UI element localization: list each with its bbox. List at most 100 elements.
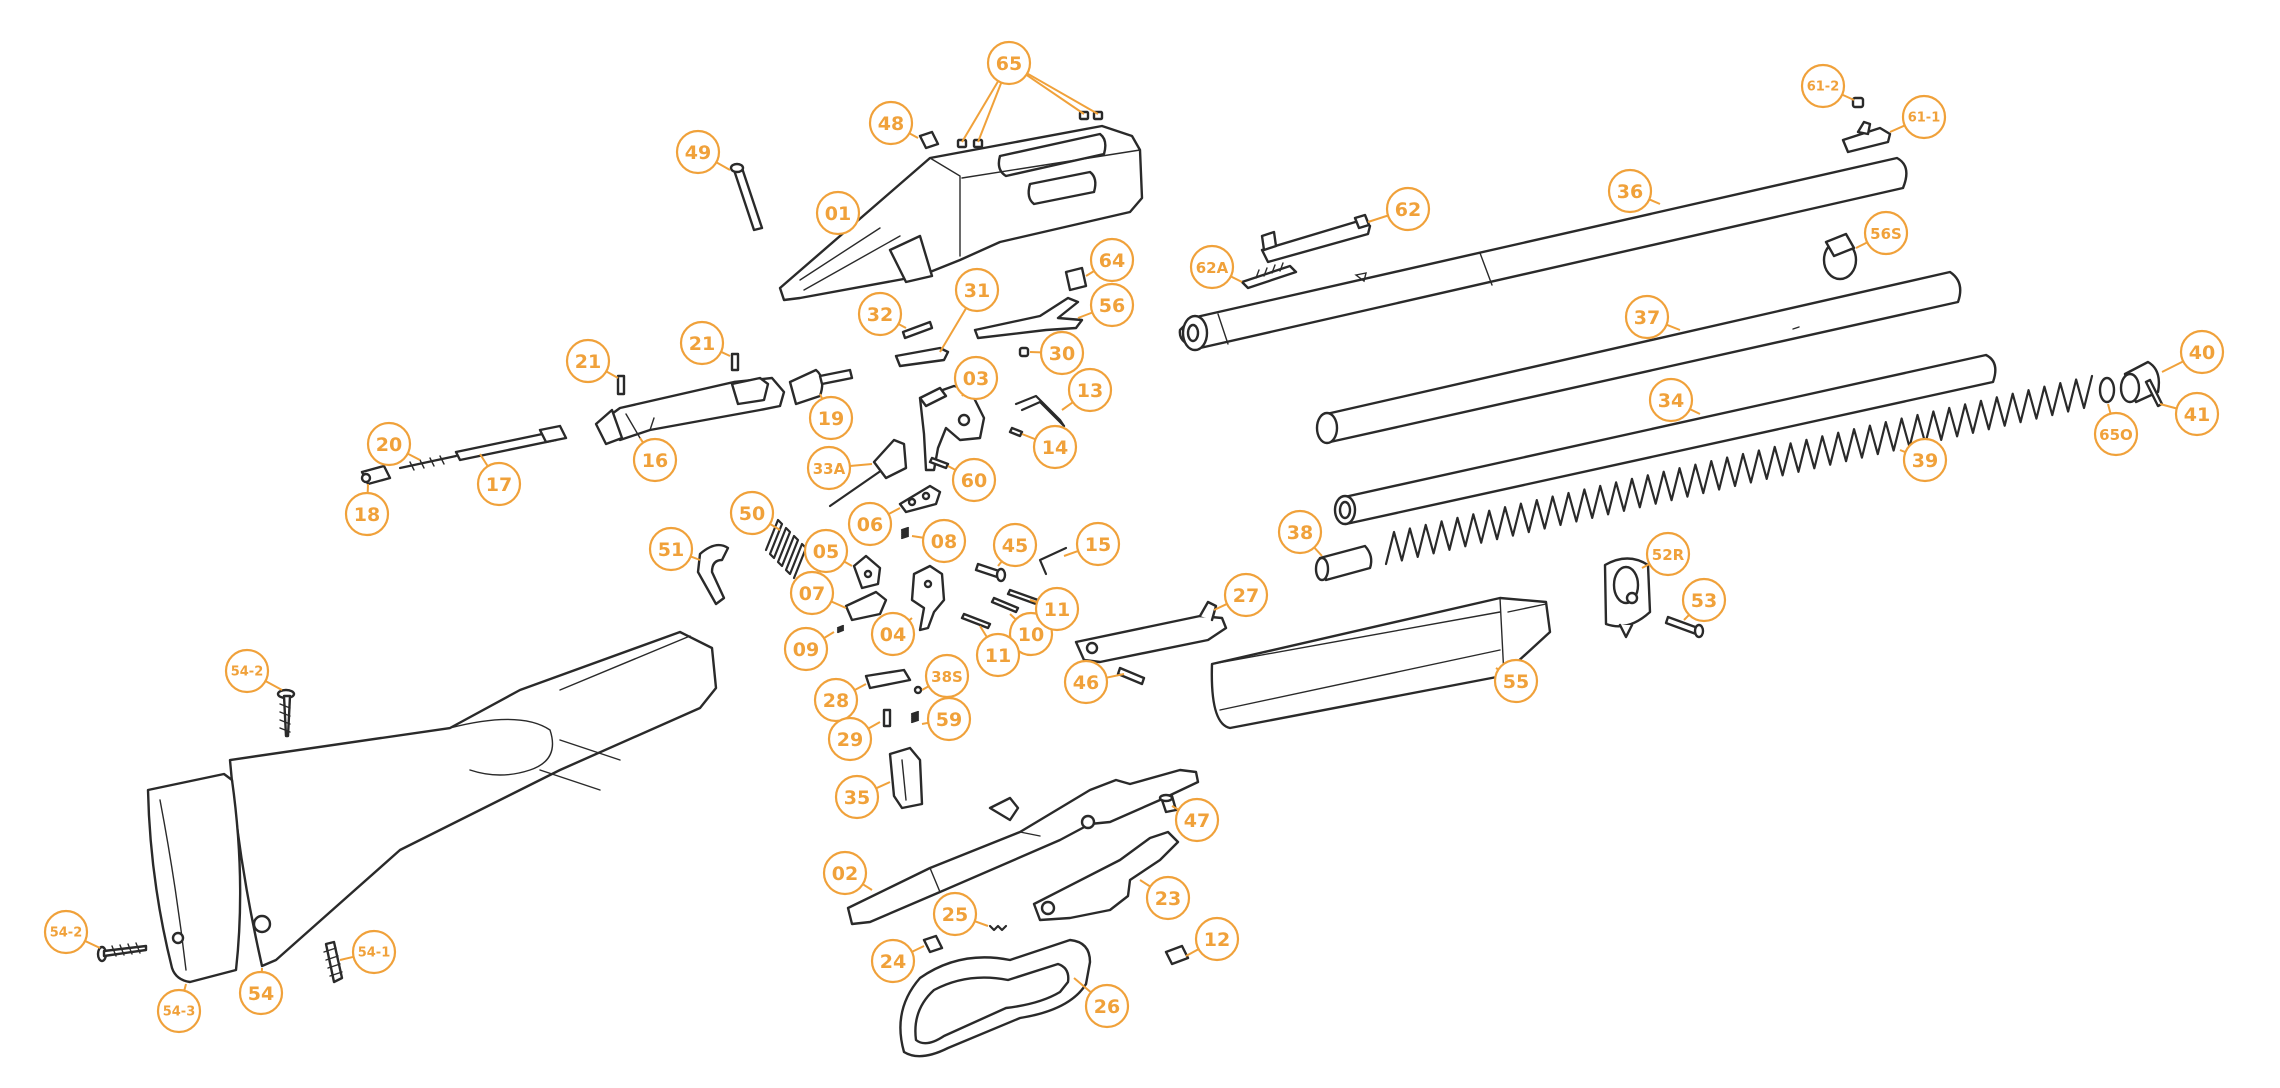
callout-number: 11 bbox=[1044, 599, 1070, 621]
lever-spring bbox=[1014, 394, 1066, 428]
screw-47 bbox=[1158, 793, 1178, 814]
callout-bubble bbox=[648, 526, 694, 572]
callout-number: 47 bbox=[1184, 810, 1210, 832]
callout: 18 bbox=[344, 483, 390, 537]
part-38S bbox=[913, 685, 923, 695]
callout: 54-1 bbox=[339, 929, 397, 975]
callout: 02 bbox=[822, 850, 873, 896]
callout-number: 28 bbox=[823, 690, 849, 712]
callout-bubble bbox=[870, 611, 916, 657]
callout-bubble bbox=[783, 626, 829, 672]
callout-number: 54-2 bbox=[231, 665, 264, 680]
callout-leader bbox=[1009, 613, 1017, 621]
callout: 21 bbox=[565, 338, 619, 384]
callout-bubble bbox=[1624, 294, 1670, 340]
callout-bubble bbox=[815, 190, 861, 236]
callout: 48 bbox=[868, 100, 919, 146]
callout-number: 29 bbox=[837, 729, 863, 751]
callout: 54-3 bbox=[156, 983, 202, 1034]
callout-number: 18 bbox=[354, 504, 380, 526]
callout-bubble bbox=[2174, 391, 2220, 437]
callout-bubble bbox=[926, 696, 972, 742]
callout-leader bbox=[715, 161, 731, 171]
callout-bubble bbox=[803, 528, 849, 574]
callout-number: 08 bbox=[931, 531, 957, 553]
callout-leader bbox=[843, 560, 853, 567]
callout-number: 50 bbox=[739, 503, 765, 525]
callout-number: 19 bbox=[818, 408, 844, 430]
callout-bubble bbox=[1032, 424, 1078, 470]
callout-leader bbox=[1367, 214, 1389, 223]
callout: 47 bbox=[1171, 797, 1220, 843]
callout-leader bbox=[911, 945, 925, 953]
band-screw bbox=[1664, 615, 1705, 639]
callout-bubble bbox=[679, 320, 725, 366]
callout-leader bbox=[339, 955, 354, 961]
callout-bubble bbox=[1194, 916, 1240, 962]
callout-number: 15 bbox=[1085, 534, 1111, 556]
callout: 12 bbox=[1185, 916, 1240, 962]
callout-bubble bbox=[822, 850, 868, 896]
callout-leader bbox=[1855, 241, 1868, 249]
callout-number: 01 bbox=[825, 203, 851, 225]
callout-number: 45 bbox=[1002, 535, 1028, 557]
magazine-tube bbox=[1315, 270, 1962, 445]
callout-leader bbox=[2159, 403, 2177, 410]
part-28 bbox=[864, 668, 912, 690]
link-pin bbox=[1116, 666, 1146, 686]
callout-leader bbox=[1313, 546, 1323, 557]
callout-bubble bbox=[1800, 63, 1846, 109]
callout: 06 bbox=[847, 501, 901, 547]
long-pin bbox=[729, 162, 764, 232]
plug-screw bbox=[918, 130, 940, 150]
callout-leader bbox=[1648, 198, 1661, 205]
small-screw-30 bbox=[1018, 346, 1030, 358]
callout: 34 bbox=[1648, 377, 1701, 423]
callout: 65 bbox=[961, 40, 1099, 143]
callout-number: 20 bbox=[376, 434, 402, 456]
callout-number: 59 bbox=[936, 709, 962, 731]
parts-art bbox=[96, 96, 2164, 1058]
part-07 bbox=[844, 590, 888, 622]
callout: 62 bbox=[1367, 186, 1431, 232]
callout: 50 bbox=[729, 490, 781, 536]
callout-leader bbox=[908, 132, 919, 139]
callout-number: 14 bbox=[1042, 437, 1068, 459]
inner-tube bbox=[1333, 353, 1997, 526]
callout: 27 bbox=[1213, 572, 1269, 618]
callout-number: 61-1 bbox=[1908, 111, 1941, 126]
callout-bubble bbox=[238, 970, 284, 1016]
sight-screw bbox=[1851, 96, 1865, 109]
callout-number: 25 bbox=[942, 904, 968, 926]
callout-leader bbox=[888, 507, 901, 516]
small-block bbox=[1064, 266, 1088, 292]
callout-number: 62A bbox=[1196, 259, 1229, 277]
callout: 39 bbox=[1899, 437, 1948, 483]
callout-bubble bbox=[675, 129, 721, 175]
callout-number: 09 bbox=[793, 639, 819, 661]
callout-number: 31 bbox=[964, 280, 990, 302]
callout-bubble bbox=[2179, 329, 2225, 375]
callout-bubble bbox=[857, 291, 903, 337]
callout-leader bbox=[1025, 73, 1085, 115]
callout-leader bbox=[605, 370, 619, 379]
callout-bubble bbox=[1385, 186, 1431, 232]
callout-bubble bbox=[156, 988, 202, 1034]
callout-number: 54-2 bbox=[50, 926, 83, 941]
callout: 56 bbox=[1077, 282, 1135, 328]
callout-bubble bbox=[870, 938, 916, 984]
pin-21b bbox=[730, 352, 740, 372]
callout-number: 46 bbox=[1073, 672, 1099, 694]
callout-number: 55 bbox=[1503, 671, 1529, 693]
callout-bubble bbox=[953, 355, 999, 401]
callout-bubble bbox=[847, 501, 893, 547]
callout-number: 36 bbox=[1617, 181, 1643, 203]
callout-leader bbox=[264, 680, 283, 691]
callout: 32 bbox=[857, 291, 907, 337]
callout-leader bbox=[867, 721, 881, 730]
rear-sight bbox=[1260, 213, 1372, 264]
callout: 53 bbox=[1681, 577, 1727, 623]
cap-pin bbox=[2144, 378, 2164, 408]
callout-bubble bbox=[476, 461, 522, 507]
callout-number: 07 bbox=[799, 583, 825, 605]
